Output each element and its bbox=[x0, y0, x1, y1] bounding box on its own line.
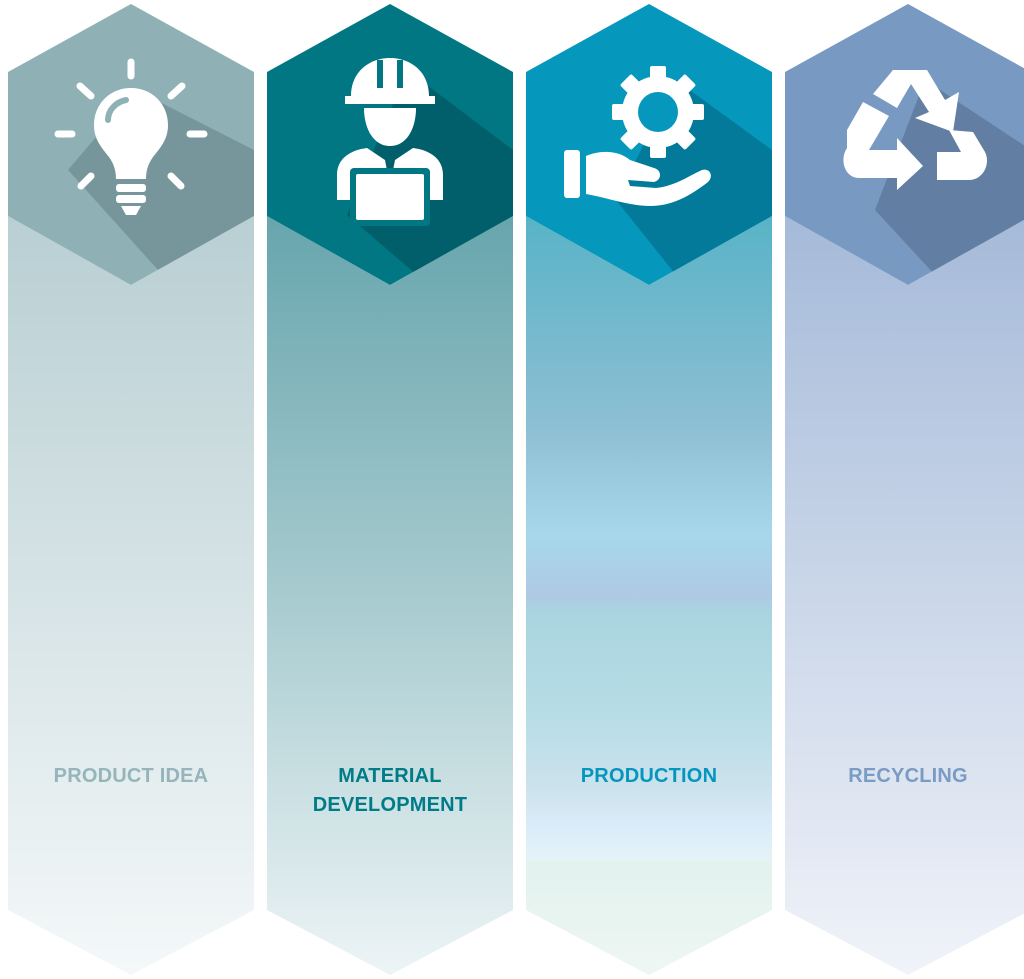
lightbulb-icon bbox=[54, 58, 208, 215]
step-background bbox=[267, 4, 513, 975]
step-label: RECYCLING bbox=[848, 765, 968, 787]
hand-gear-icon bbox=[564, 66, 711, 206]
step-label: MATERIAL DEVELOPMENT bbox=[312, 765, 468, 816]
step-recycling: RECYCLING bbox=[785, 0, 1024, 979]
step-background bbox=[526, 4, 772, 975]
step-product-idea: PRODUCT IDEA bbox=[8, 0, 254, 979]
engineer-laptop-icon bbox=[337, 58, 443, 226]
recycle-icon bbox=[843, 70, 988, 190]
step-label: PRODUCT IDEA bbox=[53, 765, 209, 787]
step-production: PRODUCTION bbox=[526, 0, 772, 979]
step-background bbox=[8, 4, 254, 975]
step-background bbox=[785, 4, 1024, 975]
step-material-development: MATERIAL DEVELOPMENT bbox=[267, 0, 513, 979]
step-label: PRODUCTION bbox=[580, 765, 718, 787]
